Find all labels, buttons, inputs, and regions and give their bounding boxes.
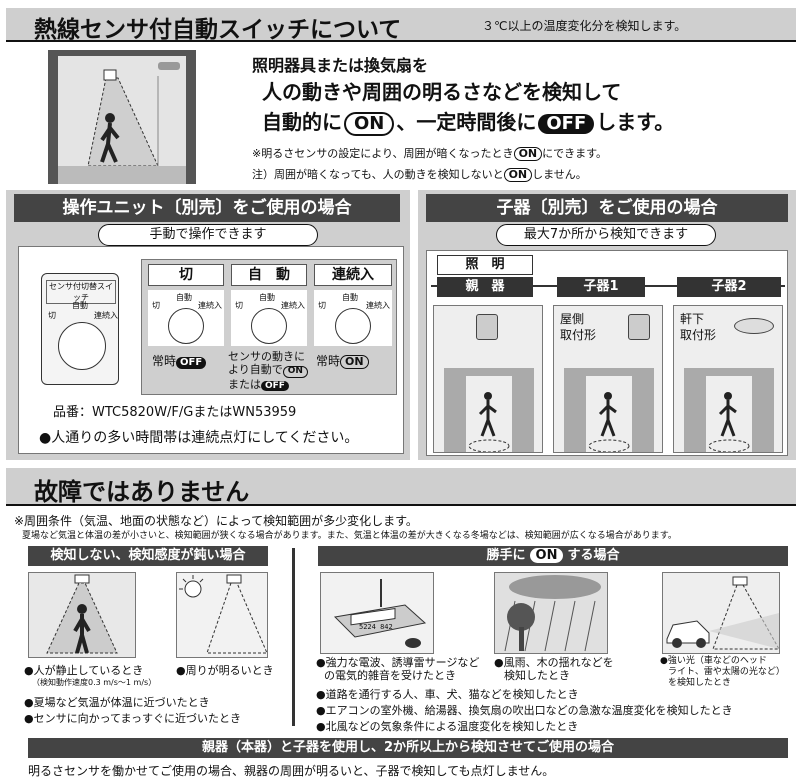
footer-title: 親器（本器）と子器を使用し、2か所以上から検知させてご使用の場合 xyxy=(28,738,788,758)
fault-note-2: 夏場など気温と体温の差が小さいと、検知範囲が狭くなる場合があります。また、気温と… xyxy=(22,531,677,541)
device-dial xyxy=(58,322,106,370)
fault-title-bar: 故障ではありません xyxy=(6,468,796,506)
off-badge: OFF xyxy=(538,114,595,134)
title-bar: 熱線センサ付自動スイッチについて ３℃以上の温度変化分を検知します。 xyxy=(6,8,796,43)
person-standing-icon xyxy=(46,574,118,654)
right-item-b: ●風雨、木の揺れなどを 検知したとき xyxy=(494,656,614,682)
page-title: 熱線センサ付自動スイッチについて xyxy=(34,17,402,43)
child-panel-body: 照 明 親 器 子器1 子器2 屋側 取付形 軒下 取付形 xyxy=(426,250,788,456)
right-item-d: ●道路を通行する人、車、犬、猫などを検知したとき xyxy=(316,688,579,701)
sensor-icon xyxy=(476,314,498,340)
unit-panel-title: 操作ユニット〔別売〕をご使用の場合 xyxy=(14,194,400,222)
footer-text: 明るさセンサを働かせてご使用の場合、親器の周囲が明るいと、子器で検知しても点灯し… xyxy=(28,764,555,778)
dial-auto: 切 自動 連続入 xyxy=(231,290,307,346)
light-label: 照 明 xyxy=(437,255,533,275)
left-fault-title: 検知しない、検知感度が鈍い場合 xyxy=(28,546,268,566)
storm-tree-icon xyxy=(504,575,601,652)
person-icon xyxy=(588,392,630,452)
fault-scene-static xyxy=(28,572,136,658)
fault-scene-bright xyxy=(176,572,268,658)
dial-off: 切 自動 連続入 xyxy=(148,290,224,346)
intro-illustration xyxy=(48,50,196,184)
fault-title: 故障ではありません xyxy=(34,478,250,506)
device-label: センサ付切替スイッチ xyxy=(46,280,116,304)
child2-label: 子器2 xyxy=(677,277,781,297)
right-item-f: ●北風などの気象条件による温度変化を検知したとき xyxy=(316,720,579,733)
scene-parent xyxy=(433,305,543,453)
intro-line-1: 照明器具または換気扇を xyxy=(252,56,429,75)
car-headlight-icon xyxy=(666,576,779,650)
fault-scene-headlight xyxy=(662,572,780,654)
person-icon xyxy=(468,392,510,452)
fault-scene-radio: 5224 842 xyxy=(320,572,434,654)
left-item-c: ●夏場など気温が体温に近づいたとき xyxy=(24,696,210,709)
sensor-wall-icon xyxy=(628,314,650,340)
mode-off-name: 切 xyxy=(148,264,224,286)
dial-continuous: 切 自動 連続入 xyxy=(314,290,392,346)
section-divider xyxy=(292,548,295,726)
scene-child1: 屋側 取付形 xyxy=(553,305,663,453)
fault-scene-storm xyxy=(494,572,608,654)
left-item-a-sub: （検知動作速度0.3 m/s〜1 m/s） xyxy=(32,678,157,687)
child-panel: 子器〔別売〕をご使用の場合 最大7か所から検知できます 照 明 親 器 子器1 … xyxy=(418,190,796,460)
person-icon xyxy=(708,392,750,452)
unit-panel-body: センサ付切替スイッチ 切 自動 連続入 切 自 動 連続入 切 自動 連続入 切… xyxy=(18,246,404,454)
mode-auto-name: 自 動 xyxy=(231,264,307,286)
on-badge: ON xyxy=(344,112,395,136)
unit-panel: 操作ユニット〔別売〕をご使用の場合 手動で操作できます センサ付切替スイッチ 切… xyxy=(6,190,410,460)
left-item-d: ●センサに向かってまっすぐに近づいたとき xyxy=(24,712,242,725)
sun-icon xyxy=(179,574,267,654)
scene-child2: 軒下 取付形 xyxy=(673,305,783,453)
person-walking-icon xyxy=(58,69,186,184)
right-item-a: ●強力な電波、誘導雷サージなど の電気的雑音を受けたとき xyxy=(316,656,480,682)
part-number: 品番：WTC5820W/F/GまたはWN53959 xyxy=(53,405,297,420)
radio-transmitter-icon xyxy=(333,579,427,648)
sensor-ceiling-icon xyxy=(734,318,774,334)
mode-continuous-name: 連続入 xyxy=(314,264,392,286)
mode-panel: 切 自 動 連続入 切 自動 連続入 切 自動 連続入 切 自動 連続入 xyxy=(141,259,397,395)
header-note: ３℃以上の温度変化分を検知します。 xyxy=(482,19,687,33)
right-item-c: ●強い光（車などのヘッド ライト、雷や太陽の光など） を検知したとき xyxy=(660,656,785,688)
fault-note-1: ※周囲条件（気温、地面の状態など）によって検知範囲が多少変化します。 xyxy=(14,514,418,528)
switch-device: センサ付切替スイッチ 切 自動 連続入 xyxy=(41,273,119,385)
left-item-b: ●周りが明るいとき xyxy=(176,664,274,677)
radio-display: 5224 842 xyxy=(359,623,393,631)
intro-line-2: 人の動きや周囲の明るさなどを検知して xyxy=(262,80,622,104)
child-panel-subtitle: 最大7か所から検知できます xyxy=(496,224,716,246)
left-item-a: ●人が静止しているとき xyxy=(24,664,144,677)
parent-label: 親 器 xyxy=(437,277,533,297)
right-item-e: ●エアコンの室外機、給湯器、換気扇の吹出口などの急激な温度変化を検知したとき xyxy=(316,704,733,717)
unit-panel-subtitle: 手動で操作できます xyxy=(98,224,318,246)
child1-label: 子器1 xyxy=(557,277,645,297)
child-panel-title: 子器〔別売〕をご使用の場合 xyxy=(426,194,788,222)
unit-tip: ●人通りの多い時間帯は連続点灯にしてください。 xyxy=(39,430,359,446)
